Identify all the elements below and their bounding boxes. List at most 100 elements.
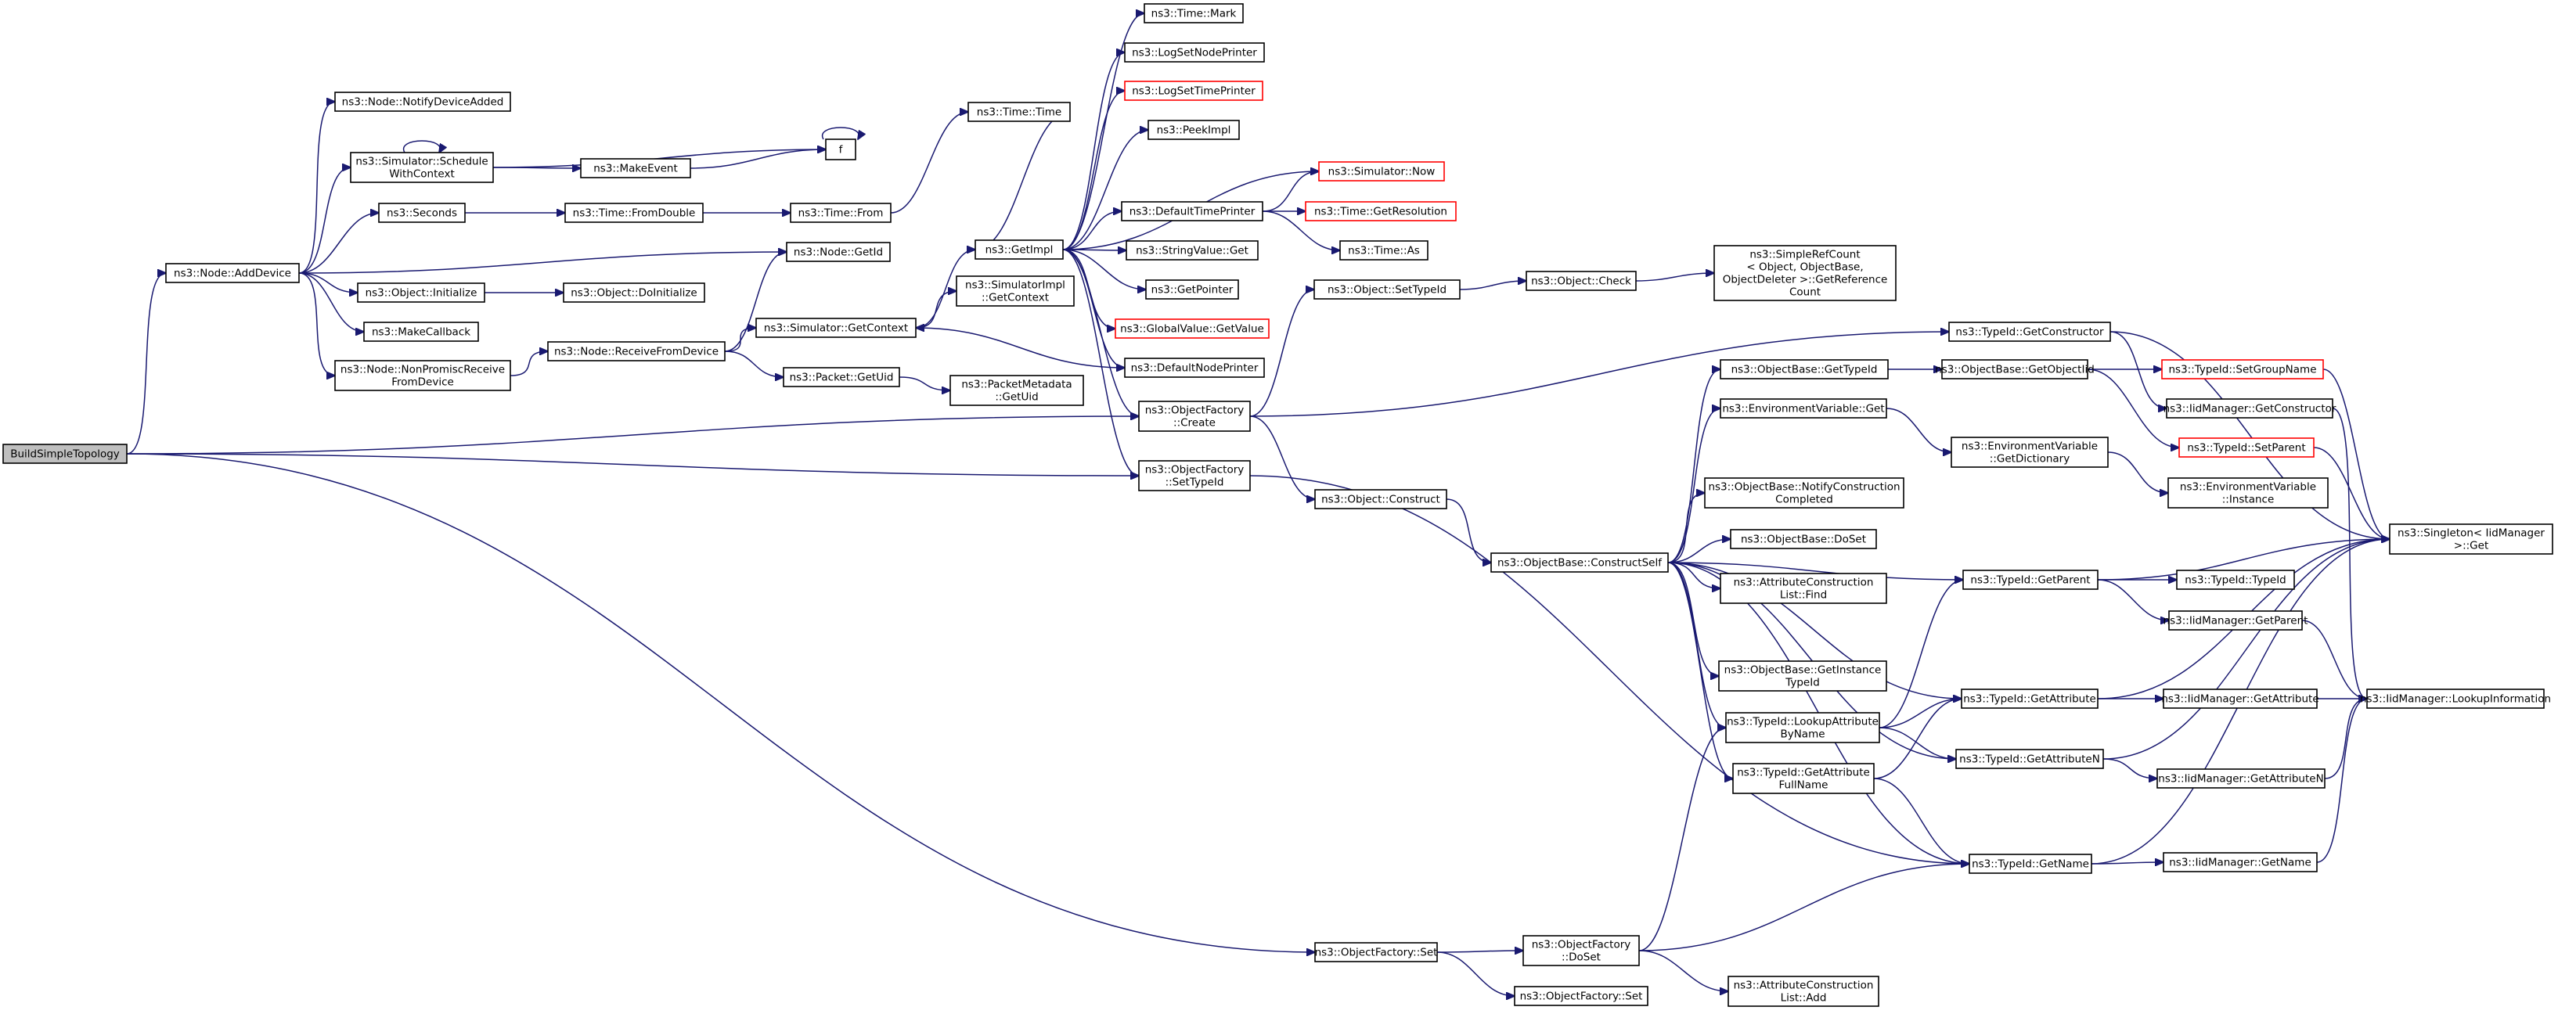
node-ns3-iidmanager-getattributen[interactable]: ns3::IidManager::GetAttributeN (2156, 768, 2326, 789)
node-ns3-typeid-setgroupname[interactable]: ns3::TypeId::SetGroupName (2161, 359, 2324, 379)
node-label: ns3::EnvironmentVariable::Get (1722, 403, 1884, 415)
node-ns3-objectfactory-settypeid[interactable]: ns3::ObjectFactory::SetTypeId (1138, 460, 1251, 491)
node-ns3-typeid-getname[interactable]: ns3::TypeId::GetName (1969, 854, 2092, 874)
node-ns3-typeid-getparent[interactable]: ns3::TypeId::GetParent (1962, 570, 2099, 590)
node-ns3-makecallback[interactable]: ns3::MakeCallback (363, 322, 479, 342)
node-ns3-object-doinitialize[interactable]: ns3::Object::DoInitialize (563, 282, 705, 303)
node-ns3-time-from[interactable]: ns3::Time::From (790, 203, 892, 223)
node-box (1961, 689, 2099, 709)
node-ns3-objectbase-gettypeid[interactable]: ns3::ObjectBase::GetTypeId (1720, 359, 1889, 379)
edge-n1-n6 (298, 167, 351, 274)
node-ns3-time-getresolution[interactable]: ns3::Time::GetResolution (1305, 201, 1457, 221)
edge-path (2097, 539, 2390, 581)
node-box (350, 152, 494, 183)
node-ns3-node-notifydeviceadded[interactable]: ns3::Node::NotifyDeviceAdded (334, 92, 511, 112)
node-ns3-typeid-setparent[interactable]: ns3::TypeId::SetParent (2178, 437, 2315, 458)
node-ns3-objectbase-constructself[interactable]: ns3::ObjectBase::ConstructSelf (1490, 552, 1669, 573)
node-ns3-logsettimeprinter[interactable]: ns3::LogSetTimePrinter (1124, 81, 1263, 101)
node-label: ::GetDictionary (1990, 453, 2070, 466)
node-ns3-environmentvariable-get[interactable]: ns3::EnvironmentVariable::Get (1720, 398, 1887, 419)
node-box (1720, 398, 1887, 419)
edge-path (2301, 620, 2367, 699)
node-ns3-node-adddevice[interactable]: ns3::Node::AddDevice (165, 263, 300, 283)
node-ns3-simulator-now[interactable]: ns3::Simulator::Now (1318, 161, 1445, 182)
node-label: ns3::PacketMetadata (961, 379, 1072, 391)
node-ns3-time-as[interactable]: ns3::Time::As (1339, 240, 1429, 261)
edge-path (2097, 579, 2169, 620)
node-ns3-simplerefcount-object-objectbase-objectdeleter-getreference-count[interactable]: ns3::SimpleRefCount< Object, ObjectBase,… (1713, 245, 1897, 301)
node-box (580, 158, 691, 178)
node-ns3-typeid-getconstructor[interactable]: ns3::TypeId::GetConstructor (1948, 322, 2111, 342)
edge-n1-n8 (298, 252, 787, 274)
node-ns3-typeid-getattributen[interactable]: ns3::TypeId::GetAttributeN (1955, 749, 2104, 769)
node-ns3-objectfactory-doset[interactable]: ns3::ObjectFactory::DoSet (1522, 935, 1640, 966)
node-ns3-time-mark[interactable]: ns3::Time::Mark (1144, 3, 1244, 23)
node-ns3-node-receivefromdevice[interactable]: ns3::Node::ReceiveFromDevice (547, 341, 726, 361)
node-ns3-iidmanager-getparent[interactable]: ns3::IidManager::GetParent (2163, 610, 2308, 631)
node-label: ns3::ObjectBase::ConstructSelf (1497, 557, 1663, 570)
edge-path (1886, 408, 1951, 452)
node-box (956, 275, 1075, 307)
node-ns3-object-construct[interactable]: ns3::Object::Construct (1314, 489, 1447, 509)
node-label: f (839, 144, 844, 156)
node-ns3-defaultnodeprinter[interactable]: ns3::DefaultNodePrinter (1124, 358, 1265, 378)
node-ns3-time-time[interactable]: ns3::Time::Time (967, 102, 1071, 122)
node-f[interactable]: f (825, 138, 856, 160)
node-label: ::SetTypeId (1166, 476, 1224, 489)
node-ns3-globalvalue-getvalue[interactable]: ns3::GlobalValue::GetValue (1115, 318, 1270, 339)
node-box (2, 444, 128, 464)
node-ns3-defaulttimeprinter[interactable]: ns3::DefaultTimePrinter (1121, 201, 1263, 221)
node-ns3-object-initialize[interactable]: ns3::Object::Initialize (357, 282, 485, 303)
edge-path (890, 112, 968, 214)
node-ns3-iidmanager-lookupinformation[interactable]: ns3::IidManager::LookupInformation (2360, 689, 2551, 709)
node-ns3-environmentvariable-instance[interactable]: ns3::EnvironmentVariable::Instance (2167, 477, 2329, 509)
node-label: ns3::Node::NonPromiscReceive (340, 364, 505, 376)
node-ns3-objectbase-notifyconstruction-completed[interactable]: ns3::ObjectBase::NotifyConstructionCompl… (1704, 477, 1904, 509)
node-ns3-makeevent[interactable]: ns3::MakeEvent (580, 158, 691, 178)
node-ns3-typeid-getattribute[interactable]: ns3::TypeId::GetAttribute (1961, 689, 2099, 709)
node-ns3-stringvalue-get[interactable]: ns3::StringValue::Get (1126, 240, 1259, 261)
node-label: ns3::Object::Check (1531, 275, 1631, 288)
edge-path (915, 291, 957, 329)
node-ns3-iidmanager-getconstructor[interactable]: ns3::IidManager::GetConstructor (2163, 398, 2336, 419)
edge-n2-n36 (1249, 289, 1314, 417)
node-box (1314, 489, 1447, 509)
node-ns3-objectfactory-create[interactable]: ns3::ObjectFactory::Create (1138, 401, 1251, 432)
node-ns3-environmentvariable-getdictionary[interactable]: ns3::EnvironmentVariable::GetDictionary (1951, 437, 2109, 468)
node-ns3-peekimpl[interactable]: ns3::PeekImpl (1147, 120, 1240, 140)
edge-n21-n28 (1062, 211, 1122, 250)
node-ns3-packet-getuid[interactable]: ns3::Packet::GetUid (783, 367, 900, 387)
node-ns3-simulator-getcontext[interactable]: ns3::Simulator::GetContext (755, 318, 917, 338)
node-label: ns3::LogSetTimePrinter (1132, 85, 1256, 98)
node-ns3-object-check[interactable]: ns3::Object::Check (1526, 271, 1637, 291)
node-ns3-seconds[interactable]: ns3::Seconds (378, 203, 466, 223)
node-ns3-objectbase-getobjectiid[interactable]: ns3::ObjectBase::GetObjectIid (1935, 359, 2095, 379)
node-ns3-typeid-typeid[interactable]: ns3::TypeId::TypeId (2176, 570, 2295, 590)
node-label: ns3::ObjectFactory::Set (1315, 947, 1438, 959)
node-ns3-getpointer[interactable]: ns3::GetPointer (1145, 279, 1239, 300)
edge-path (1436, 951, 1515, 996)
node-ns3-packetmetadata-getuid[interactable]: ns3::PacketMetadata::GetUid (949, 375, 1084, 406)
node-ns3-getimpl[interactable]: ns3::GetImpl (975, 239, 1064, 260)
node-ns3-objectfactory-set[interactable]: ns3::ObjectFactory::Set (1314, 942, 1438, 962)
node-ns3-time-fromdouble[interactable]: ns3::Time::FromDouble (564, 203, 704, 223)
node-label: ns3::GetPointer (1151, 284, 1234, 297)
node-ns3-logsetnodeprinter[interactable]: ns3::LogSetNodePrinter (1124, 42, 1265, 63)
node-ns3-simulatorimpl-getcontext[interactable]: ns3::SimulatorImpl::GetContext (956, 275, 1075, 307)
node-ns3-object-settypeid[interactable]: ns3::Object::SetTypeId (1313, 279, 1461, 300)
node-ns3-iidmanager-getattribute[interactable]: ns3::IidManager::GetAttribute (2161, 689, 2319, 709)
edge-n67-n48 (1638, 728, 1726, 951)
node-ns3-node-getid[interactable]: ns3::Node::GetId (786, 242, 891, 262)
edge-n1-n5 (298, 102, 335, 274)
node-ns3-iidmanager-getname[interactable]: ns3::IidManager::GetName (2163, 852, 2318, 872)
node-ns3-singleton-iidmanager-get[interactable]: ns3::Singleton< IidManager>::Get (2389, 523, 2553, 555)
node-ns3-objectbase-doset[interactable]: ns3::ObjectBase::DoSet (1730, 529, 1877, 549)
node-ns3-objectfactory-set[interactable]: ns3::ObjectFactory::Set (1514, 986, 1648, 1006)
